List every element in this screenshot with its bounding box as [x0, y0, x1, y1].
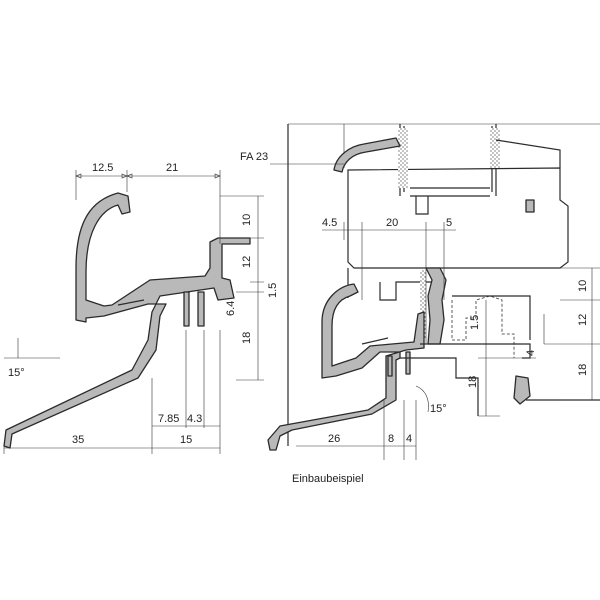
bottom-seal	[513, 375, 531, 405]
left-dim-top-2: 21	[166, 162, 178, 174]
left-dim-bottom-3: 4.3	[187, 413, 202, 425]
installation-caption: Einbaubeispiel	[292, 473, 364, 485]
left-dim-right-4: 6.4	[225, 301, 237, 316]
frame-seal	[425, 267, 447, 345]
sash-frame	[347, 167, 569, 269]
right-dim-inner-3: 18	[467, 376, 479, 388]
left-dim-right-1: 10	[241, 214, 253, 226]
right-dim-inner-1: 1.5	[469, 315, 481, 330]
right-dim-bottom-3: 4	[406, 433, 412, 445]
right-dim-top-3: 5	[446, 217, 452, 229]
left-dim-right-5: 18	[241, 332, 253, 344]
right-dim-bottom-2: 8	[388, 433, 394, 445]
left-dim-bottom-4: 15	[180, 434, 192, 446]
right-dim-top-1: 4.5	[322, 217, 337, 229]
right-dim-bottom-1: 26	[328, 433, 340, 445]
right-dim-top-2: 20	[386, 217, 398, 229]
right-sill-profile	[267, 283, 425, 451]
left-profile-view: 12.5 21 10 12 1.5 6.4 18 15° 35 7.85 4.3…	[3, 162, 279, 454]
right-installation-view: FA 23 10 12 18 1.5 4 18 4.5 20	[240, 123, 600, 485]
fa23-weather-bar	[333, 137, 401, 173]
fa23-label: FA 23	[240, 151, 268, 163]
glass-bead-hatch	[398, 128, 408, 188]
glass-pane-outline	[399, 124, 497, 196]
left-angle-label: 15°	[8, 367, 25, 379]
right-dim-right-1: 10	[577, 280, 589, 292]
left-leg-2	[197, 291, 205, 327]
left-dim-top-1: 12.5	[92, 162, 113, 174]
left-leg-1	[183, 291, 190, 327]
right-dim-inner-2: 4	[525, 350, 537, 356]
left-sill-profile	[3, 192, 251, 449]
right-dim-right-3: 18	[577, 364, 589, 376]
left-dim-right-3: 1.5	[267, 283, 279, 298]
glass-bead-hatch-2	[490, 128, 500, 168]
seal-hatch	[420, 270, 426, 340]
right-angle-label: 15°	[430, 403, 447, 415]
left-dim-bottom-1: 35	[72, 434, 84, 446]
left-dim-right-2: 12	[241, 256, 253, 268]
right-dim-right-2: 12	[577, 314, 589, 326]
left-drip-groove	[117, 299, 145, 306]
left-dim-bottom-2: 7.85	[158, 413, 179, 425]
